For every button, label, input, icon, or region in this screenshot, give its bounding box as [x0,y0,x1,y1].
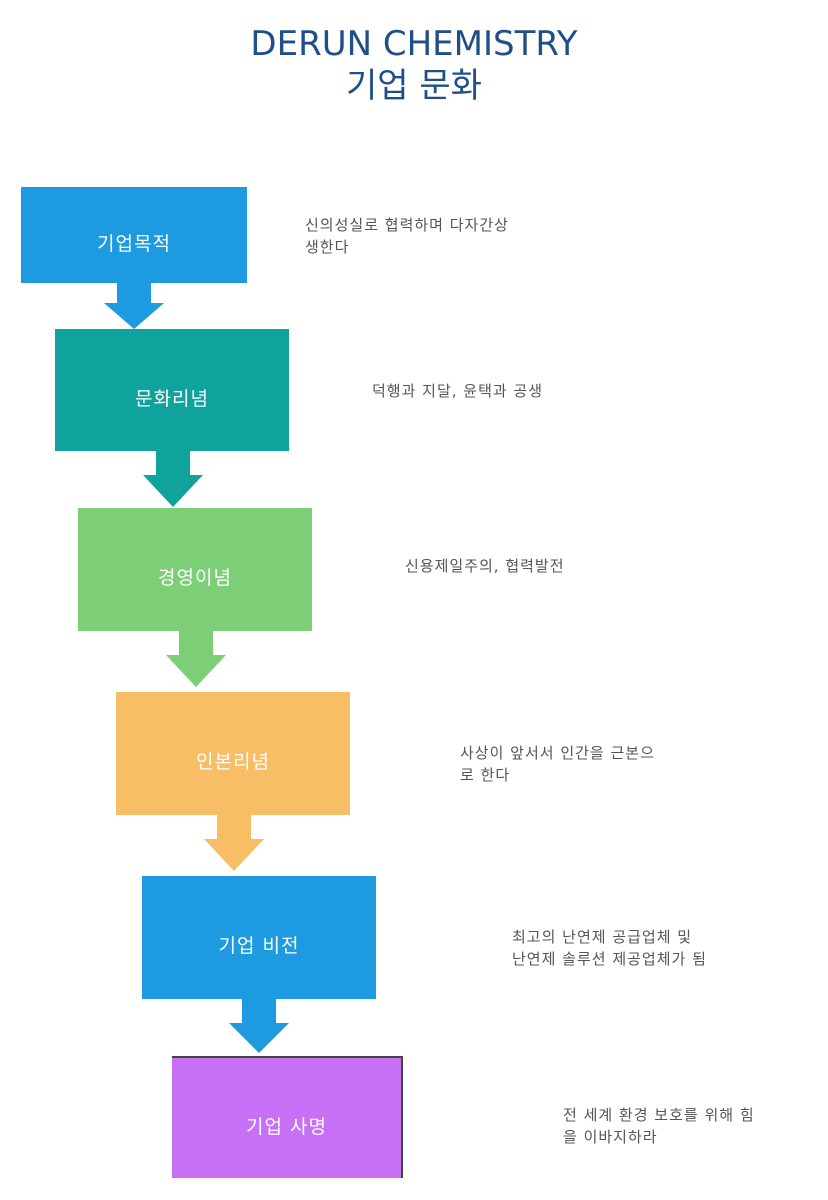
down-arrow-icon [143,451,203,507]
step-label: 인본리념 [196,751,270,773]
step-description-mission: 전 세계 환경 보호를 위해 힘 을 이바지하라 [563,1106,755,1146]
step-label: 기업 사명 [246,1115,327,1138]
step-description-purpose: 신의성실로 협력하며 다자간상 생한다 [305,216,509,256]
step-label: 기업 비전 [218,935,300,957]
step-box-culture: 문화리념 [55,329,289,451]
down-arrow-icon [104,283,164,329]
down-arrow-icon [229,999,289,1053]
step-box-purpose: 기업목적 [21,187,247,283]
step-box-vision: 기업 비전 [142,876,376,999]
step-description-culture: 덕행과 지달, 윤택과 공생 [372,382,544,400]
step-box-mission: 기업 사명 [172,1056,403,1178]
step-label: 경영이념 [158,567,232,589]
step-label: 기업목적 [97,232,171,255]
step-box-humanism: 인본리념 [116,692,350,815]
step-description-management: 신용제일주의, 협력발전 [405,557,565,575]
step-description-humanism: 사상이 앞서서 인간을 근본으 로 한다 [460,744,655,784]
step-box-management: 경영이념 [78,508,312,631]
step-description-vision: 최고의 난연제 공급업체 및 난연제 솔루션 제공업체가 됨 [512,928,707,968]
page-title: DERUN CHEMISTRY [250,24,578,64]
page-subtitle: 기업 문화 [346,66,482,106]
step-label: 문화리념 [135,387,209,410]
down-arrow-icon [204,815,264,871]
down-arrow-icon [166,631,226,687]
